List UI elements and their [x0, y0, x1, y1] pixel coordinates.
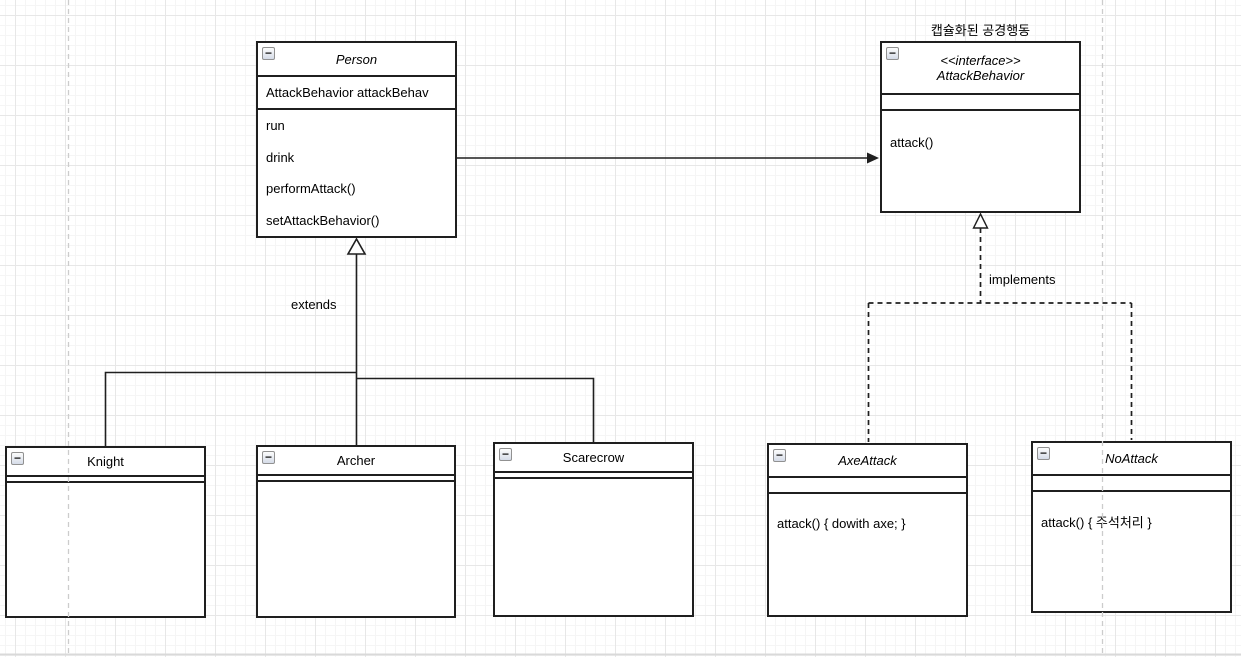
edge-implements-realization[interactable] — [867, 212, 1133, 442]
class-scarecrow[interactable]: − Scarecrow — [493, 442, 694, 617]
class-title: Person — [335, 51, 378, 67]
class-title: NoAttack — [1105, 451, 1158, 466]
method-section: attack() { 주석처리 } — [1033, 492, 1230, 611]
class-title: Archer — [336, 453, 376, 468]
class-knight-header: − Knight — [7, 448, 204, 477]
collapse-icon[interactable]: − — [1037, 447, 1050, 460]
class-person-header: − Person — [258, 43, 455, 77]
method-section: attack() — [882, 111, 1079, 211]
class-archer[interactable]: − Archer — [256, 445, 456, 618]
edge-person-attackbehavior[interactable] — [457, 152, 879, 164]
extends-edge-label[interactable]: extends — [291, 297, 337, 312]
attribute-section-empty — [7, 477, 204, 483]
method-row: attack() — [890, 134, 934, 150]
collapse-icon[interactable]: − — [499, 448, 512, 461]
class-title: Scarecrow — [562, 450, 625, 465]
interface-note-label[interactable]: 캡슐화된 공경행동 — [930, 23, 1031, 38]
method-row: attack() { 주석처리 } — [1041, 514, 1152, 530]
method-section: attack() { dowith axe; } — [769, 494, 966, 615]
attribute-section-empty — [769, 478, 966, 494]
class-person[interactable]: − Person AttackBehavior attackBehav run … — [256, 41, 457, 238]
class-axeattack[interactable]: − AxeAttack attack() { dowith axe; } — [767, 443, 968, 617]
class-scarecrow-header: − Scarecrow — [495, 444, 692, 473]
method-section — [258, 482, 454, 616]
class-axeattack-header: − AxeAttack — [769, 445, 966, 478]
method-section: run drink performAttack() setAttackBehav… — [258, 110, 455, 236]
class-knight[interactable]: − Knight — [5, 446, 206, 618]
class-noattack-header: − NoAttack — [1033, 443, 1230, 476]
collapse-icon[interactable]: − — [773, 449, 786, 462]
edge-extends-generalization[interactable] — [104, 237, 595, 446]
implements-edge-label[interactable]: implements — [989, 272, 1056, 287]
method-section — [495, 479, 692, 615]
method-row: performAttack() — [266, 181, 356, 197]
method-row: drink — [266, 149, 295, 165]
method-section — [7, 483, 204, 616]
method-row: setAttackBehavior() — [266, 212, 380, 228]
class-attackbehavior[interactable]: − <<interface>> AttackBehavior attack() — [880, 41, 1081, 213]
class-stereotype: <<interface>> — [940, 53, 1021, 68]
collapse-icon[interactable]: − — [262, 451, 275, 464]
attribute-section-empty — [495, 473, 692, 479]
class-attackbehavior-header: − <<interface>> AttackBehavior — [882, 43, 1079, 95]
class-archer-header: − Archer — [258, 447, 454, 476]
collapse-icon[interactable]: − — [886, 47, 899, 60]
attribute-section-empty — [258, 476, 454, 482]
class-title: Knight — [87, 454, 124, 469]
class-title: AttackBehavior — [936, 68, 1025, 83]
class-title: AxeAttack — [838, 453, 897, 468]
collapse-icon[interactable]: − — [262, 47, 275, 60]
collapse-icon[interactable]: − — [11, 452, 24, 465]
class-noattack[interactable]: − NoAttack attack() { 주석처리 } — [1031, 441, 1232, 613]
method-row: attack() { dowith axe; } — [777, 515, 906, 531]
attribute-row: AttackBehavior attackBehav — [258, 77, 455, 110]
attribute-section-empty — [882, 95, 1079, 111]
attribute-section-empty — [1033, 476, 1230, 492]
method-row: run — [266, 118, 285, 134]
